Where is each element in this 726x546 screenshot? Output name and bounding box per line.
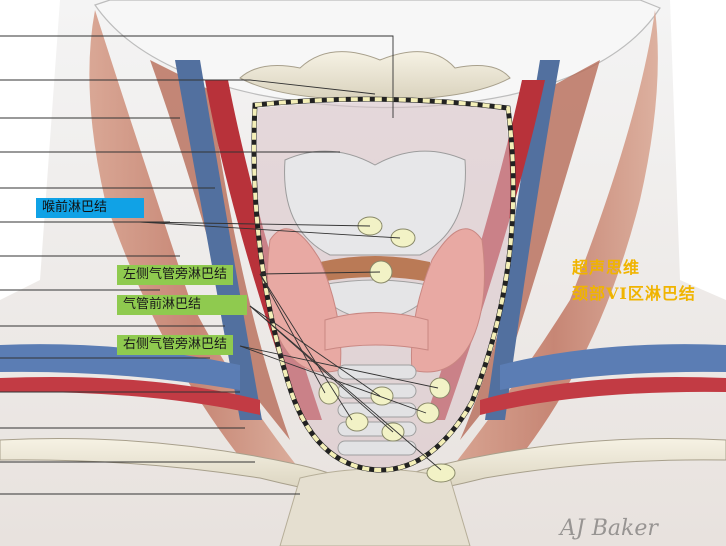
subclavian-vein-left <box>0 344 240 390</box>
leader-lines <box>0 35 442 495</box>
left-paratracheal-node-2 <box>345 412 369 432</box>
prelaryngeal-node-label: 喉前淋巴结 <box>36 198 144 218</box>
right-paratracheal-node-2 <box>416 402 440 424</box>
left-subclavian-artery <box>0 376 260 415</box>
brand-line-2: 颈部VI区淋巴结 <box>572 284 696 303</box>
right-paratracheal-node-1 <box>429 377 451 399</box>
thyroid-cartilage <box>284 150 466 256</box>
right-jugular-vein <box>485 60 560 420</box>
left-jugular-vein <box>175 60 262 420</box>
lymph-nodes <box>318 216 456 483</box>
subclavian-vein-right <box>500 344 726 390</box>
brand-line-1: 超声思维 <box>572 258 641 277</box>
thyroid-isthmus <box>324 312 429 351</box>
left-paratracheal-node-label: 左侧气管旁淋巴结 <box>117 265 234 285</box>
artist-signature: AJ Baker <box>560 516 658 541</box>
trachea <box>337 364 417 456</box>
left-paratracheal-node-1 <box>318 381 340 405</box>
prelaryngeal-node-2 <box>390 228 416 248</box>
right-strap-muscle <box>460 60 600 440</box>
pretracheal-node-label: 气管前淋巴结 <box>117 295 247 315</box>
pretracheal-node-1 <box>370 386 394 406</box>
superior-mediastinal-node <box>426 463 456 483</box>
right-paratracheal-node-label: 右侧气管旁淋巴结 <box>117 335 234 355</box>
right-subclavian-artery <box>480 376 726 415</box>
